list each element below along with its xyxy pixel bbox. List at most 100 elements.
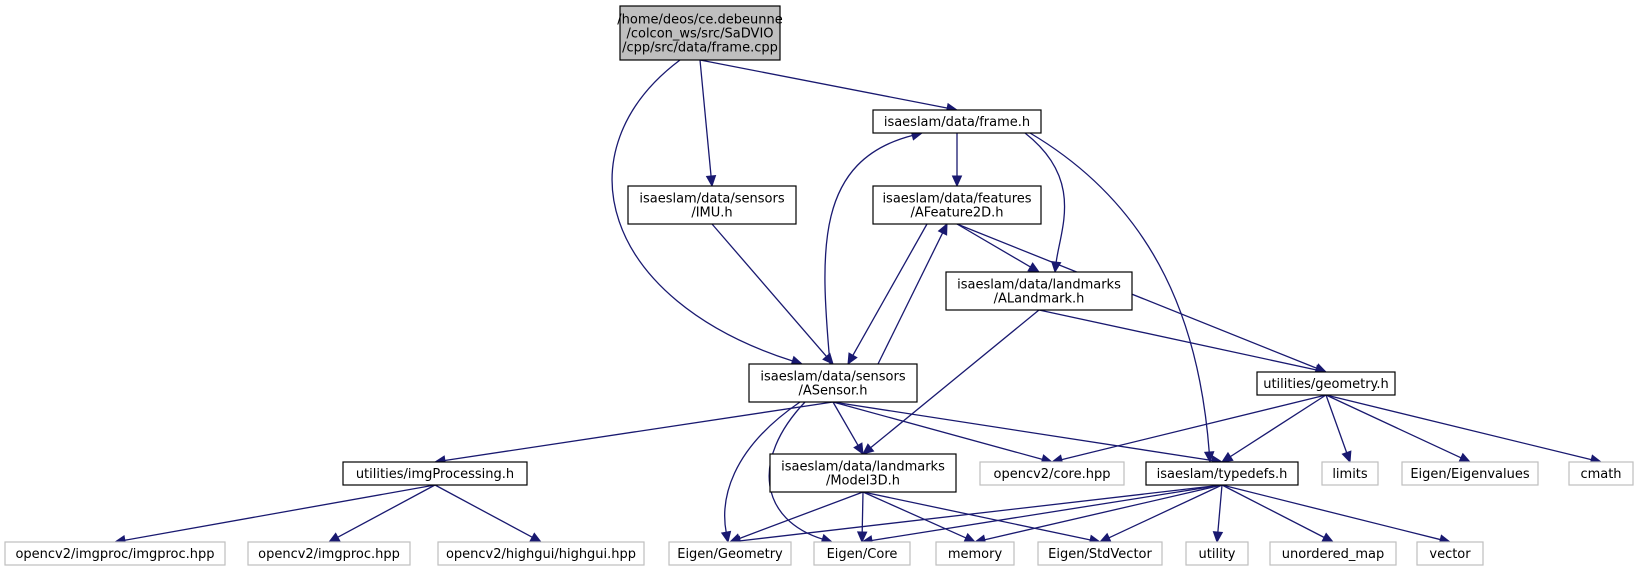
node-imgproc-imgproc-box: [4, 541, 226, 566]
node-asensor-h[interactable]: isaeslam/data/sensors/ASensor.h: [748, 363, 918, 403]
node-model3d-h-label: /Model3D.h: [826, 474, 900, 489]
node-eigen-core: Eigen/Core: [813, 541, 911, 566]
node-eigen-core-label: Eigen/Core: [827, 547, 898, 562]
edge-asensor-h-to-frame-h: [824, 134, 914, 365]
node-unordered-map: unordered_map: [1269, 541, 1397, 566]
node-highgui: opencv2/highgui/highgui.hpp: [437, 541, 645, 566]
edge-asensor-h-to-eigen-geometry: [724, 401, 801, 534]
node-geometry-h-label: utilities/geometry.h: [1263, 377, 1389, 392]
node-utility-box: [1185, 541, 1249, 566]
edge-typedefs-h-to-eigen-geometry: [738, 484, 1223, 542]
edge-afeature2d-h-to-alandmark-h-arrowhead: [1027, 262, 1041, 273]
node-eigenvalues: Eigen/Eigenvalues: [1401, 461, 1539, 486]
node-alandmark-h-label: /ALandmark.h: [994, 292, 1085, 307]
edge-afeature2d-h-to-alandmark-h: [956, 223, 1032, 269]
node-limits: limits: [1321, 461, 1379, 486]
node-imgproc-label: opencv2/imgproc.hpp: [258, 547, 400, 562]
edge-imu-h-to-asensor-h: [711, 223, 828, 358]
node-cmath: cmath: [1568, 461, 1634, 486]
node-typedefs-h[interactable]: isaeslam/typedefs.h: [1145, 461, 1299, 486]
edge-imgprocessing-h-to-imgproc-imgproc: [123, 484, 436, 542]
node-imu-h[interactable]: isaeslam/data/sensors/IMU.h: [627, 185, 797, 225]
edge-frame-h-to-typedefs-h: [1029, 132, 1210, 454]
edge-model3d-h-to-memory-arrowhead: [963, 532, 977, 543]
edge-model3d-h-to-stdvector: [862, 491, 1092, 541]
node-model3d-h[interactable]: isaeslam/data/landmarks/Model3D.h: [769, 453, 957, 493]
edge-model3d-h-to-memory: [862, 491, 968, 539]
node-asensor-h-label: /ASensor.h: [798, 384, 867, 399]
node-imgprocessing-h[interactable]: utilities/imgProcessing.h: [342, 461, 528, 486]
node-imgprocessing-h-box: [342, 461, 528, 486]
node-geometry-h-box: [1256, 371, 1396, 396]
nodes-layer: /home/deos/ce.debeunne/colcon_ws/src/SaD…: [4, 5, 1634, 566]
node-limits-label: limits: [1332, 467, 1368, 482]
edge-geometry-h-to-limits-arrowhead: [1341, 450, 1352, 464]
node-alandmark-h[interactable]: isaeslam/data/landmarks/ALandmark.h: [945, 271, 1133, 311]
edge-frame-h-to-afeature2d-h-arrowhead: [951, 175, 963, 188]
node-imgproc-box: [247, 541, 411, 566]
node-frame-h[interactable]: isaeslam/data/frame.h: [872, 109, 1042, 134]
edge-typedefs-h-to-eigen-core: [870, 484, 1223, 542]
edge-geometry-h-to-opencv-core: [1060, 394, 1327, 461]
edge-imgprocessing-h-to-imgproc-arrowhead: [327, 532, 341, 543]
edge-geometry-h-to-typedefs-h-arrowhead: [1220, 451, 1234, 463]
node-limits-box: [1321, 461, 1379, 486]
node-frame-cpp-label: /home/deos/ce.debeunne: [617, 13, 782, 28]
node-unordered-map-label: unordered_map: [1282, 547, 1385, 562]
node-unordered-map-box: [1269, 541, 1397, 566]
edge-asensor-h-to-eigen-geometry-arrowhead: [720, 530, 732, 544]
edge-alandmark-h-to-model3d-h-arrowhead: [862, 443, 875, 455]
node-eigen-geometry: Eigen/Geometry: [668, 541, 792, 566]
node-frame-cpp-label: /cpp/src/data/frame.cpp: [622, 41, 778, 56]
node-afeature2d-h-label: isaeslam/data/features: [882, 192, 1031, 207]
node-typedefs-h-box: [1145, 461, 1299, 486]
node-alandmark-h-label: isaeslam/data/landmarks: [957, 278, 1121, 293]
edge-typedefs-h-to-memory: [983, 484, 1223, 541]
edge-typedefs-h-to-utility-arrowhead: [1212, 531, 1224, 544]
node-memory-box: [935, 541, 1015, 566]
node-stdvector: Eigen/StdVector: [1037, 541, 1163, 566]
node-imu-h-label: isaeslam/data/sensors: [639, 192, 784, 207]
node-frame-cpp[interactable]: /home/deos/ce.debeunne/colcon_ws/src/SaD…: [617, 5, 783, 61]
node-model3d-h-box: [769, 453, 957, 493]
edge-frame-cpp-to-frame-h: [699, 59, 949, 109]
node-memory-label: memory: [948, 547, 1003, 562]
edge-frame-cpp-to-imu-h-arrowhead: [705, 175, 717, 188]
node-alandmark-h-box: [945, 271, 1133, 311]
edge-typedefs-h-to-vector: [1221, 484, 1442, 541]
node-imgproc-imgproc: opencv2/imgproc/imgproc.hpp: [4, 541, 226, 566]
node-highgui-label: opencv2/highgui/highgui.hpp: [446, 547, 636, 562]
node-opencv-core-box: [979, 461, 1125, 486]
node-eigen-geometry-label: Eigen/Geometry: [677, 547, 783, 562]
node-opencv-core-label: opencv2/core.hpp: [994, 467, 1111, 482]
edge-model3d-h-to-eigen-geometry: [738, 491, 864, 540]
node-imgprocessing-h-label: utilities/imgProcessing.h: [356, 467, 514, 482]
node-eigen-geometry-box: [668, 541, 792, 566]
node-imu-h-label: /IMU.h: [691, 206, 732, 221]
node-vector-box: [1416, 541, 1484, 566]
node-imu-h-box: [627, 185, 797, 225]
edge-typedefs-h-to-utility: [1217, 484, 1223, 534]
node-cmath-label: cmath: [1580, 467, 1621, 482]
node-afeature2d-h[interactable]: isaeslam/data/features/AFeature2D.h: [872, 185, 1042, 225]
node-utility: utility: [1185, 541, 1249, 566]
node-highgui-box: [437, 541, 645, 566]
edge-typedefs-h-to-unordered-map-arrowhead: [1321, 532, 1335, 543]
edge-frame-h-to-alandmark-h: [1024, 132, 1066, 264]
edge-geometry-h-to-cmath: [1325, 394, 1593, 461]
node-typedefs-h-label: isaeslam/typedefs.h: [1157, 467, 1288, 482]
edge-asensor-h-to-model3d-h-arrowhead: [853, 442, 864, 456]
edge-geometry-h-to-limits: [1325, 394, 1348, 454]
node-afeature2d-h-box: [872, 185, 1042, 225]
edge-geometry-h-to-typedefs-h: [1229, 394, 1327, 458]
edge-imu-h-to-asensor-h-arrowhead: [822, 352, 834, 365]
edge-asensor-h-to-afeature2d-h-arrowhead: [937, 222, 948, 236]
node-imgproc-imgproc-label: opencv2/imgproc/imgproc.hpp: [15, 547, 214, 562]
node-geometry-h[interactable]: utilities/geometry.h: [1256, 371, 1396, 396]
node-vector: vector: [1416, 541, 1484, 566]
node-imgproc: opencv2/imgproc.hpp: [247, 541, 411, 566]
edge-frame-cpp-to-asensor-h: [611, 59, 794, 362]
edge-imgprocessing-h-to-highgui-arrowhead: [529, 532, 543, 543]
edge-afeature2d-h-to-asensor-h: [851, 223, 928, 357]
